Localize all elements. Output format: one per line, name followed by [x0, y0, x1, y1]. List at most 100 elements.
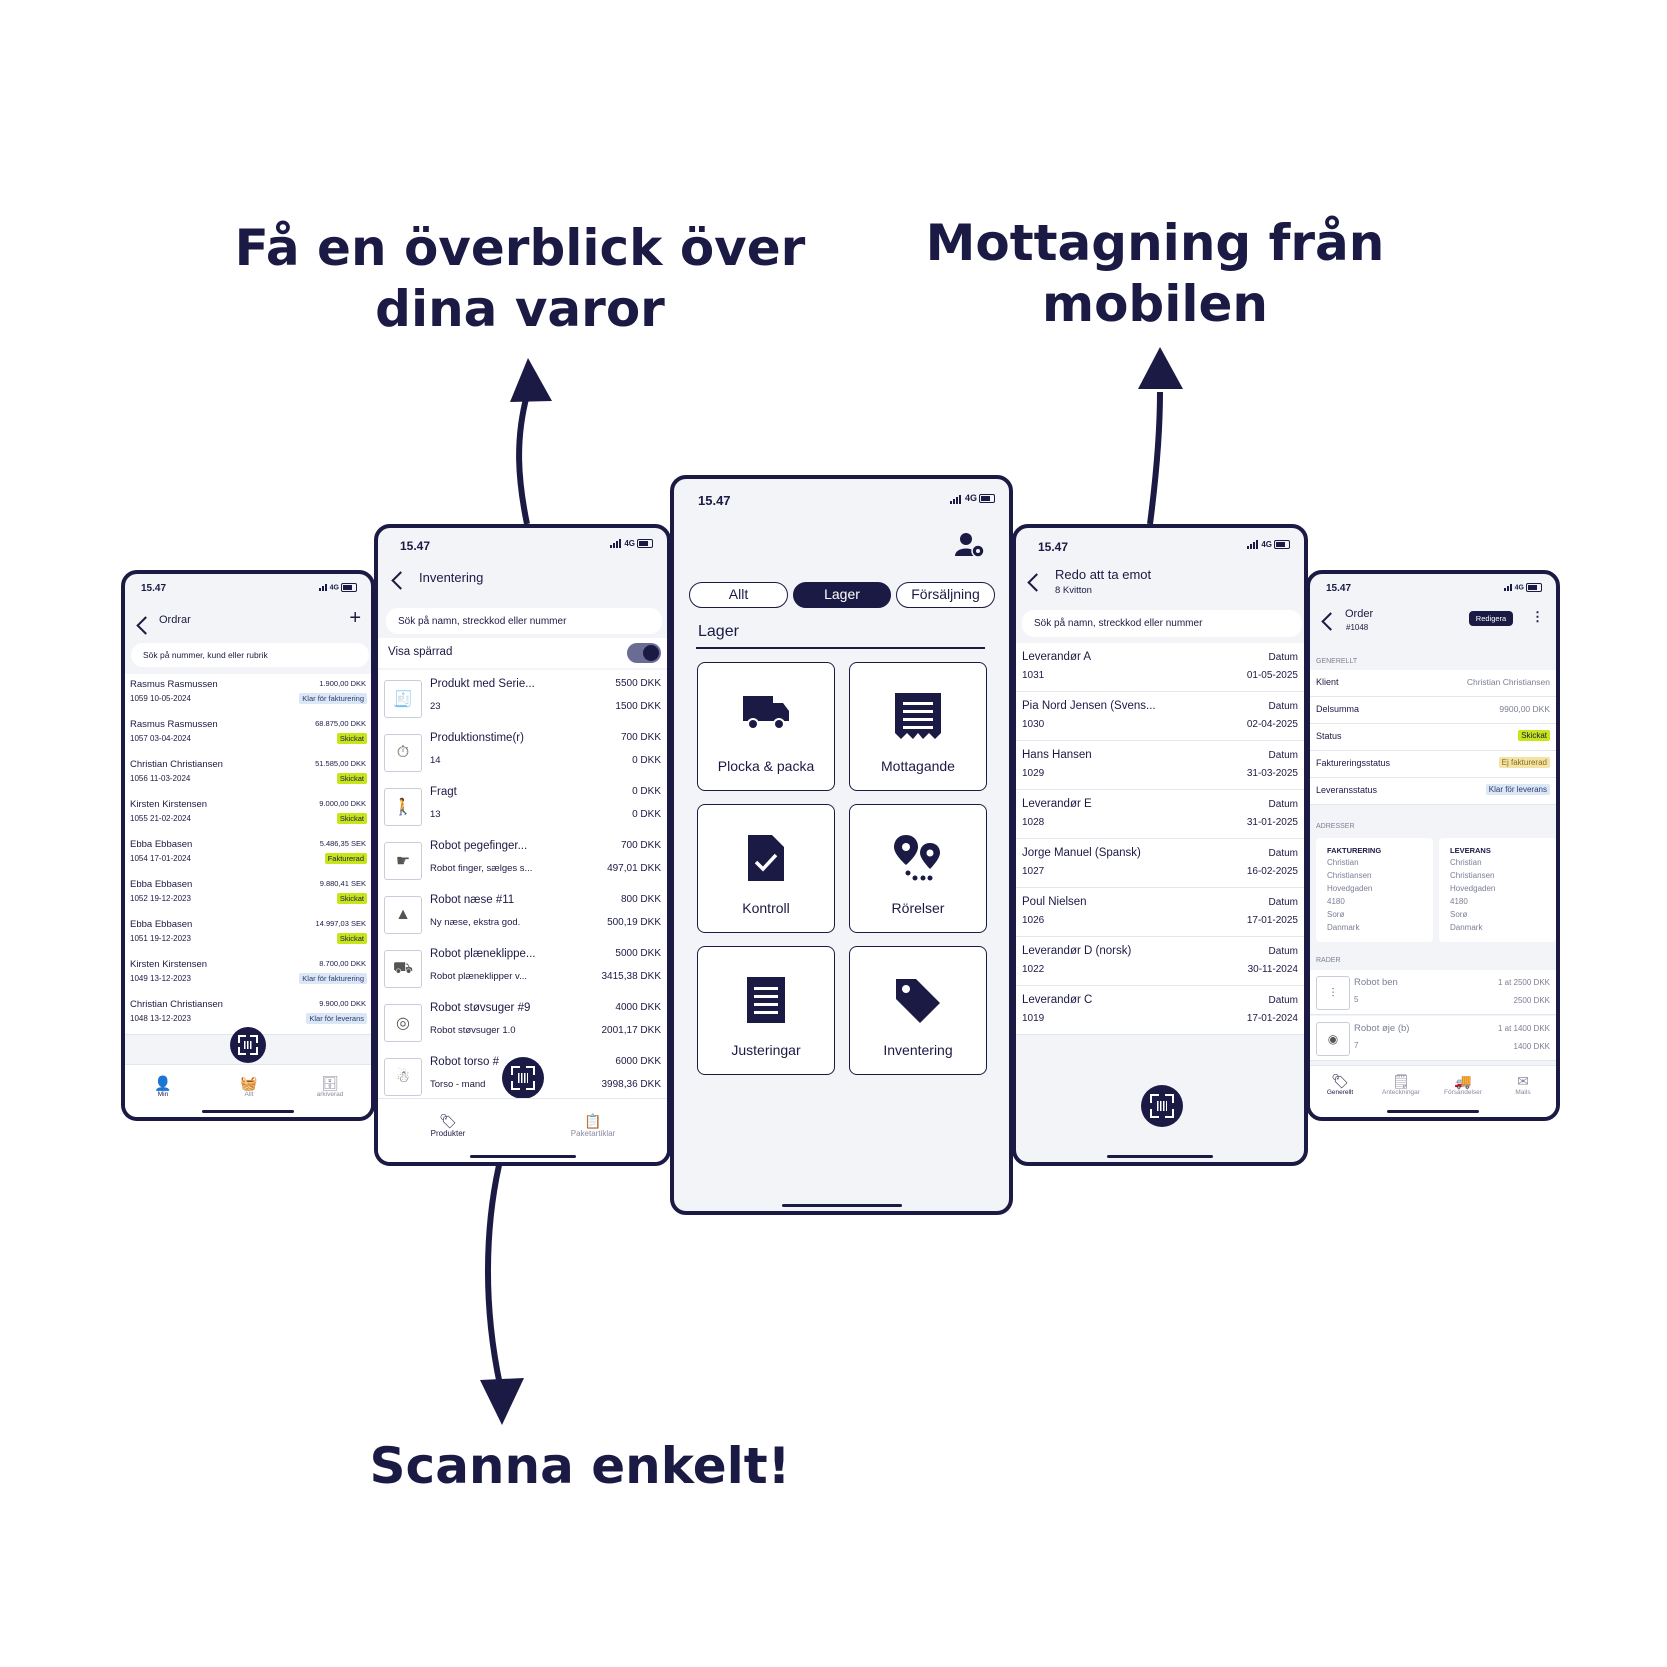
archive-icon: 🗄	[321, 1075, 339, 1091]
more-icon[interactable]: ⋮	[1531, 609, 1544, 624]
search-input[interactable]: Sök på nummer, kund eller rubrik	[131, 643, 369, 667]
tab-forsandelser[interactable]: 🚚Försändelser	[1435, 1073, 1491, 1096]
checklist-icon	[748, 835, 784, 881]
product-name: Fragt	[430, 786, 457, 798]
field-label: Faktureringsstatus	[1316, 758, 1391, 768]
supplier-name: Poul Nielsen	[1022, 896, 1087, 908]
user-settings-icon[interactable]	[955, 532, 985, 558]
product-sub: 14	[430, 755, 441, 766]
barcode-scan-icon	[511, 1066, 535, 1090]
user-icon: 👤	[154, 1075, 172, 1091]
supplier-name: Leverandør E	[1022, 798, 1092, 810]
tile-mottagande[interactable]: Mottagande	[849, 662, 987, 791]
shipping-address: LEVERANS Christian Christiansen Hovedgad…	[1439, 838, 1556, 942]
arrow-up-right-head	[1138, 347, 1183, 389]
show-blocked-toggle[interactable]	[627, 643, 661, 663]
product-price: 0 DKK	[632, 786, 661, 797]
product-value: 497,01 DKK	[607, 863, 661, 874]
product-thumbnail: ⫶	[1316, 976, 1350, 1010]
product-row[interactable]: ⛟Robot plæneklippe...Robot plæneklipper …	[378, 940, 667, 995]
product-value: 3998,36 DKK	[601, 1079, 662, 1090]
plus-icon[interactable]: +	[349, 607, 361, 629]
product-value: 1500 DKK	[615, 701, 661, 712]
status-signal: 4G	[1503, 583, 1542, 592]
tab-generellt[interactable]: 🏷Generellt	[1315, 1073, 1365, 1096]
product-row[interactable]: ☛Robot pegefinger...Robot finger, sælges…	[378, 832, 667, 887]
customer-name: Rasmus Rasmussen	[130, 719, 218, 730]
order-amount: 68.875,00 DKK	[315, 719, 366, 728]
tile-plocka-packa[interactable]: Plocka & packa	[697, 662, 835, 791]
section-general: GENERELLT	[1316, 658, 1358, 665]
field-value: 9900,00 DKK	[1499, 704, 1550, 714]
tab-produkter[interactable]: 🏷Produkter	[418, 1113, 478, 1138]
search-input[interactable]: Sök på namn, streckkod eller nummer	[1022, 610, 1302, 637]
customer-name: Kirsten Kirstensen	[130, 799, 208, 810]
edit-button[interactable]: Redigera	[1469, 611, 1513, 626]
back-icon[interactable]	[136, 616, 155, 635]
section-divider	[696, 647, 985, 649]
tab-mails[interactable]: ✉Mails	[1500, 1073, 1546, 1096]
scan-button[interactable]	[1141, 1085, 1183, 1127]
tab-allt[interactable]: 🧺Allt	[229, 1075, 269, 1098]
product-thumbnail: 🧾	[384, 680, 422, 718]
headline-scan: Scanna enkelt!	[369, 1437, 791, 1495]
page-title: Redo att ta emot	[1055, 567, 1152, 582]
pill-lager[interactable]: Lager	[793, 582, 891, 608]
tab-arkiverad[interactable]: 🗄arkiverad	[305, 1075, 355, 1098]
document-list-icon	[747, 977, 785, 1023]
tag-icon: 🏷	[1331, 1073, 1349, 1089]
order-meta: 1056 11-03-2024	[130, 774, 191, 783]
product-thumbnail: ☃	[384, 1058, 422, 1096]
back-icon[interactable]	[1321, 612, 1340, 631]
tile-rorelser[interactable]: Rörelser	[849, 804, 987, 933]
product-name: Robot næse #11	[430, 894, 515, 906]
tile-justeringar[interactable]: Justeringar	[697, 946, 835, 1075]
product-price: 700 DKK	[620, 840, 661, 851]
pill-allt[interactable]: Allt	[689, 582, 788, 608]
back-icon[interactable]	[391, 571, 410, 590]
receipt-number: 1027	[1022, 866, 1045, 877]
order-meta: 1052 19-12-2023	[130, 894, 191, 903]
tab-min[interactable]: 👤Min	[143, 1075, 183, 1098]
scan-button[interactable]	[230, 1027, 266, 1063]
tile-kontroll[interactable]: Kontroll	[697, 804, 835, 933]
search-input[interactable]: Sök på namn, streckkod eller nummer	[386, 608, 662, 634]
page-title: Inventering	[419, 570, 484, 585]
tile-inventering[interactable]: Inventering	[849, 946, 987, 1075]
product-price: 6000 DKK	[615, 1056, 661, 1067]
tab-anteckningar[interactable]: 🗒Anteckningar	[1373, 1073, 1429, 1096]
status-bar: 15.47 4G	[378, 528, 667, 554]
section-title: Lager	[698, 623, 739, 640]
back-icon[interactable]	[1027, 573, 1046, 592]
pill-forsaljning[interactable]: Försäljning	[896, 582, 995, 608]
scan-button[interactable]	[502, 1057, 544, 1099]
tab-paketartiklar[interactable]: 📋Paketartiklar	[558, 1113, 628, 1138]
customer-name: Ebba Ebbasen	[130, 919, 193, 930]
